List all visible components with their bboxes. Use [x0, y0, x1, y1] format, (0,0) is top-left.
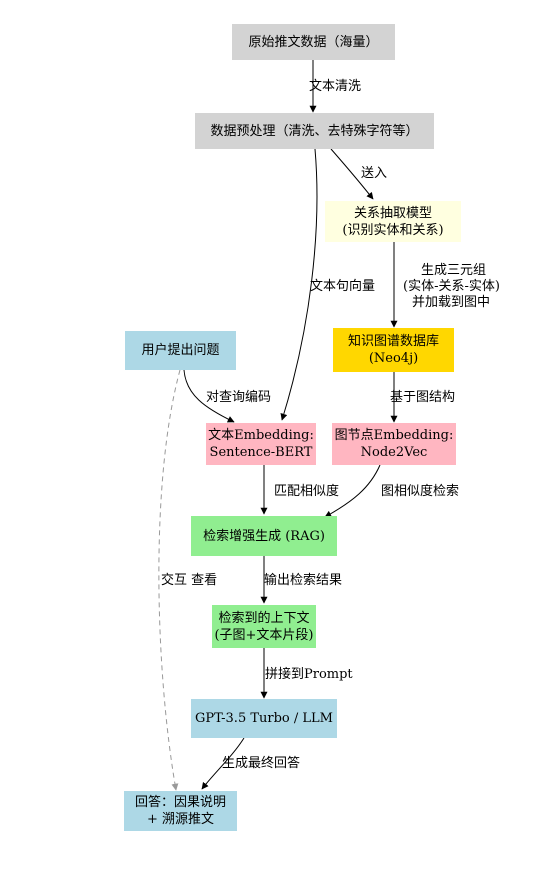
node-llm: GPT-3.5 Turbo / LLM [191, 699, 337, 738]
node-raw-tweets-label: 原始推文数据（海量） [248, 34, 379, 50]
edge-label-graph-structure: 基于图结构 [390, 390, 456, 405]
edge-label-feed: 送入 [361, 166, 388, 181]
node-rag: 检索增强生成 (RAG) [191, 516, 337, 556]
node-user-question-label: 用户提出问题 [141, 343, 220, 358]
node-text-embedding-label-1: 文本Embedding: [208, 428, 314, 443]
edge-label-graph-similarity: 图相似度检索 [381, 484, 460, 499]
node-neo4j: 知识图谱数据库 (Neo4j) [333, 328, 454, 372]
edge-label-sentence-vector: 文本句向量 [310, 279, 376, 294]
edge-label-gen-triples-1: 生成三元组 [421, 263, 487, 278]
node-answer-label-1: 回答：因果说明 [134, 795, 226, 810]
edge-llm-to-answer [201, 737, 245, 790]
node-raw-tweets: 原始推文数据（海量） [232, 24, 395, 60]
edge-preprocess-to-text-embedding [280, 148, 318, 421]
node-context-label-2: (子图+文本片段) [214, 627, 314, 643]
node-node-embedding-label-1: 图节点Embedding: [334, 428, 454, 443]
node-answer: 回答：因果说明 + 溯源推文 [124, 791, 237, 831]
node-relation-model-label-2: (识别实体和关系) [342, 222, 444, 238]
node-context: 检索到的上下文 (子图+文本片段) [212, 605, 316, 648]
edge-label-gen-triples-3: 并加载到图中 [412, 295, 491, 310]
node-neo4j-label-1: 知识图谱数据库 [347, 334, 439, 349]
node-preprocess: 数据预处理（清洗、去特殊字符等） [195, 113, 434, 149]
node-node-embedding-label-2: Node2Vec [360, 445, 428, 460]
node-text-embedding-label-2: Sentence-BERT [209, 445, 313, 460]
node-node-embedding: 图节点Embedding: Node2Vec [332, 423, 456, 465]
node-text-embedding: 文本Embedding: Sentence-BERT [206, 423, 316, 465]
node-context-label-1: 检索到的上下文 [218, 610, 310, 626]
node-user-question: 用户提出问题 [125, 331, 236, 370]
edge-label-gen-answer: 生成最终回答 [222, 756, 301, 771]
edge-label-encode-query: 对查询编码 [206, 390, 272, 405]
edge-user-question-to-answer [158, 369, 181, 791]
edge-user-question-to-text-embedding [183, 369, 235, 423]
node-answer-label-2: + 溯源推文 [146, 812, 215, 827]
edge-node-embedding-to-rag [324, 464, 381, 518]
node-rag-label: 检索增强生成 (RAG) [203, 528, 325, 544]
edge-preprocess-to-relation-model [330, 148, 374, 200]
node-llm-label: GPT-3.5 Turbo / LLM [195, 711, 333, 726]
edge-label-gen-triples-2: (实体-关系-实体) [403, 279, 500, 294]
edge-label-output-results: 输出检索结果 [264, 573, 343, 588]
node-relation-model: 关系抽取模型 (识别实体和关系) [325, 201, 461, 242]
edge-label-clean: 文本清洗 [309, 79, 362, 94]
node-neo4j-label-2: (Neo4j) [368, 351, 419, 366]
edge-label-interact-view: 交互 查看 [161, 573, 218, 588]
edge-label-match-similarity: 匹配相似度 [274, 484, 340, 499]
node-preprocess-label: 数据预处理（清洗、去特殊字符等） [210, 123, 419, 139]
node-relation-model-label-1: 关系抽取模型 [353, 205, 432, 221]
edge-label-concat-prompt: 拼接到Prompt [265, 667, 353, 682]
